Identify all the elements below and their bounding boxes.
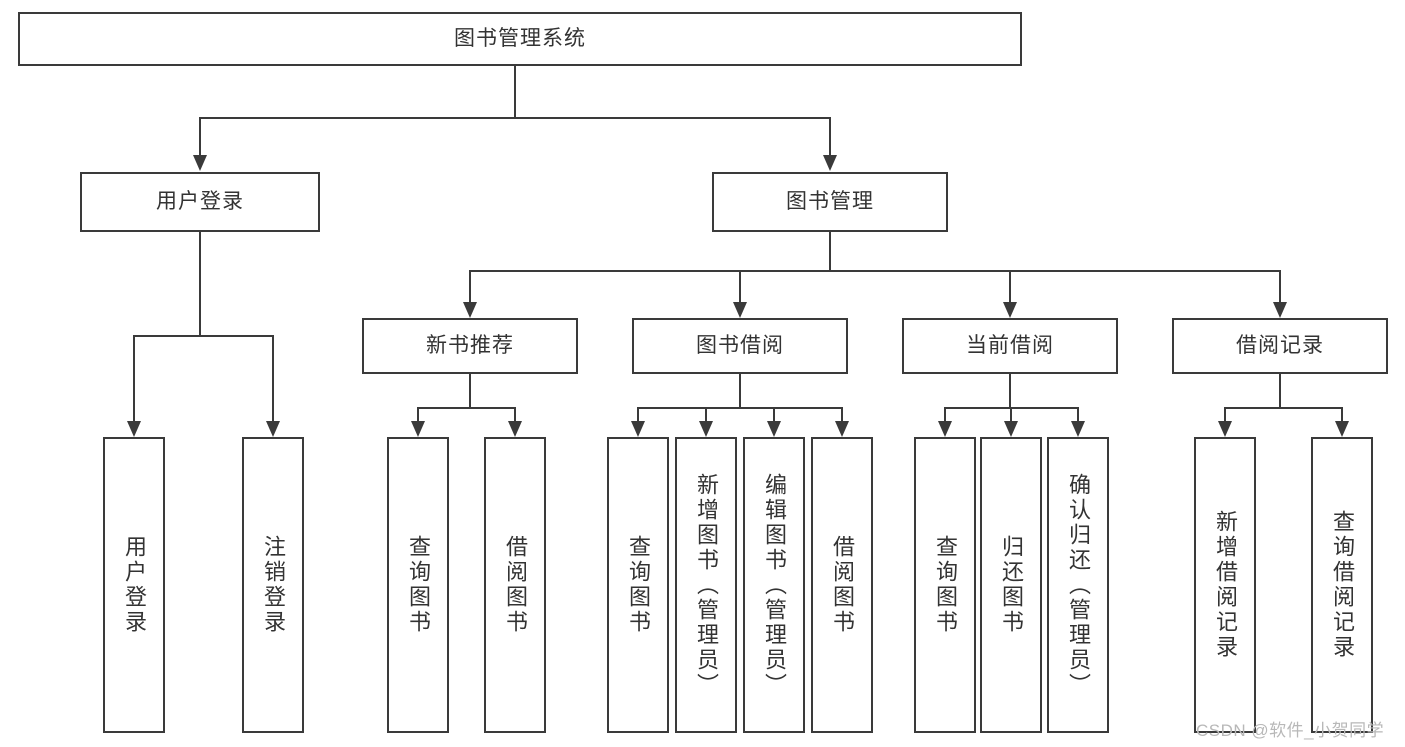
leaf-query-record[interactable]: 查询借阅记录 (1311, 437, 1373, 733)
connector-nbr-left (417, 407, 419, 421)
arrowhead-to-book-management (823, 155, 837, 171)
connector-to-borrow-record (1279, 270, 1281, 302)
leaf-edit-book[interactable]: 编辑图书（管理员） (743, 437, 805, 733)
connector-to-book-borrow (739, 270, 741, 302)
connector-bb-4 (841, 407, 843, 421)
connector-user-login-right (272, 335, 274, 421)
arrowhead-leaf-add-book (699, 421, 713, 437)
connector-bb-1 (637, 407, 639, 421)
leaf-query-book-2[interactable]: 查询图书 (607, 437, 669, 733)
connector-book-management-bar (469, 270, 1279, 272)
node-root-book-management-system[interactable]: 图书管理系统 (18, 12, 1022, 66)
arrowhead-leaf-return-book (1004, 421, 1018, 437)
connector-user-login-bar (133, 335, 273, 337)
connector-book-management-stem (829, 232, 831, 270)
csdn-watermark: CSDN @软件_小贺同学 (1196, 721, 1385, 740)
arrowhead-leaf-edit-book (767, 421, 781, 437)
connector-bb-3 (773, 407, 775, 421)
connector-user-login-left (133, 335, 135, 421)
connector-user-login-stem (199, 232, 201, 335)
arrowhead-leaf-query-book-3 (938, 421, 952, 437)
connector-bb-2 (705, 407, 707, 421)
connector-book-borrow-stem (739, 374, 741, 407)
connector-root-bar (199, 117, 831, 119)
arrowhead-to-new-book-recommend (463, 302, 477, 318)
leaf-user-login[interactable]: 用户登录 (103, 437, 165, 733)
connector-book-borrow-bar (637, 407, 842, 409)
arrowhead-to-user-login (193, 155, 207, 171)
connector-new-book-recommend-stem (469, 374, 471, 407)
connector-cb-3 (1077, 407, 1079, 421)
arrowhead-leaf-confirm-return (1071, 421, 1085, 437)
leaf-query-book-3[interactable]: 查询图书 (914, 437, 976, 733)
leaf-borrow-book-1[interactable]: 借阅图书 (484, 437, 546, 733)
arrowhead-leaf-user-login (127, 421, 141, 437)
connector-br-left (1224, 407, 1226, 421)
arrowhead-leaf-query-book-2 (631, 421, 645, 437)
arrowhead-leaf-query-record (1335, 421, 1349, 437)
connector-br-right (1341, 407, 1343, 421)
connector-root-to-book-management (829, 117, 831, 155)
connector-new-book-recommend-bar (417, 407, 515, 409)
connector-cb-1 (944, 407, 946, 421)
node-borrow-record[interactable]: 借阅记录 (1172, 318, 1388, 374)
arrowhead-leaf-add-record (1218, 421, 1232, 437)
leaf-add-record[interactable]: 新增借阅记录 (1194, 437, 1256, 733)
leaf-borrow-book-2[interactable]: 借阅图书 (811, 437, 873, 733)
arrowhead-leaf-borrow-book-1 (508, 421, 522, 437)
leaf-user-logout[interactable]: 注销登录 (242, 437, 304, 733)
node-book-borrow[interactable]: 图书借阅 (632, 318, 848, 374)
node-new-book-recommend[interactable]: 新书推荐 (362, 318, 578, 374)
node-user-login[interactable]: 用户登录 (80, 172, 320, 232)
leaf-add-book[interactable]: 新增图书（管理员） (675, 437, 737, 733)
leaf-return-book[interactable]: 归还图书 (980, 437, 1042, 733)
arrowhead-to-book-borrow (733, 302, 747, 318)
connector-root-to-user-login (199, 117, 201, 155)
connector-current-borrow-stem (1009, 374, 1011, 407)
connector-to-current-borrow (1009, 270, 1011, 302)
connector-borrow-record-stem (1279, 374, 1281, 407)
arrowhead-to-current-borrow (1003, 302, 1017, 318)
arrowhead-leaf-borrow-book-2 (835, 421, 849, 437)
node-book-management[interactable]: 图书管理 (712, 172, 948, 232)
arrowhead-leaf-user-logout (266, 421, 280, 437)
arrowhead-leaf-query-book-1 (411, 421, 425, 437)
node-current-borrow[interactable]: 当前借阅 (902, 318, 1118, 374)
connector-borrow-record-bar (1224, 407, 1342, 409)
arrowhead-to-borrow-record (1273, 302, 1287, 318)
connector-root-stem (514, 66, 516, 117)
leaf-confirm-return[interactable]: 确认归还（管理员） (1047, 437, 1109, 733)
connector-to-new-book-recommend (469, 270, 471, 302)
connector-cb-2 (1010, 407, 1012, 421)
connector-nbr-right (514, 407, 516, 421)
leaf-query-book-1[interactable]: 查询图书 (387, 437, 449, 733)
